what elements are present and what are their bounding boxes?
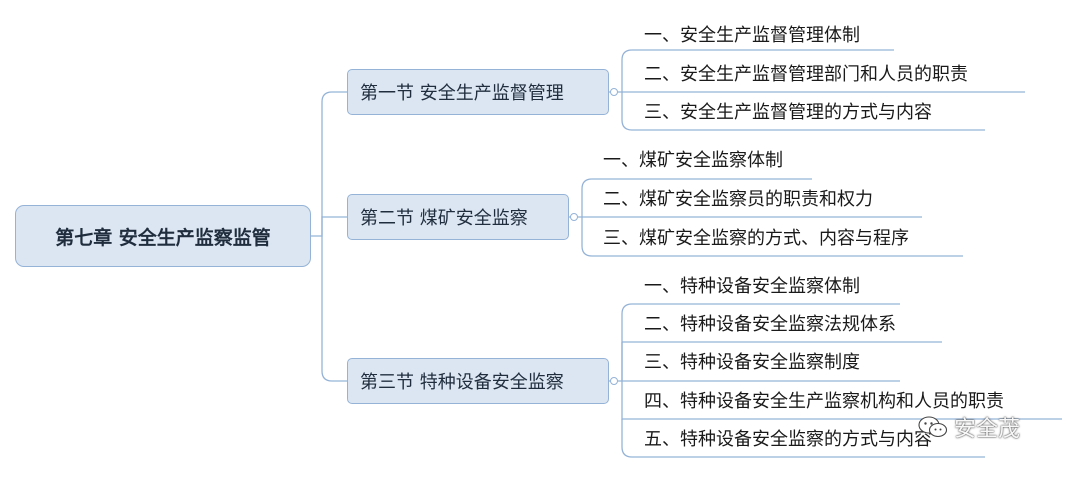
section-node-1[interactable]: 第一节 安全生产监督管理 <box>347 69 609 115</box>
connector-root-section-3 <box>321 236 347 382</box>
connector-section-2-item-3 <box>581 217 963 257</box>
connector-section-2-trunk <box>569 178 812 218</box>
root-label: 第七章 安全生产监察监管 <box>55 226 271 249</box>
wechat-icon <box>918 416 948 438</box>
leaf-node-2-1[interactable]: 一、煤矿安全监察体制 <box>603 150 783 171</box>
connector-section-3-item-5 <box>621 419 985 458</box>
connector-root-section-1 <box>311 91 347 237</box>
section-node-3[interactable]: 第三节 特种设备安全监察 <box>347 358 609 404</box>
leaf-node-2-3[interactable]: 三、煤矿安全监察的方式、内容与程序 <box>603 228 909 249</box>
leaf-node-1-3[interactable]: 三、安全生产监督管理的方式与内容 <box>644 102 932 123</box>
section-node-2[interactable]: 第二节 煤矿安全监察 <box>347 194 569 240</box>
connector-section-3-trunk <box>609 303 900 382</box>
leaf-node-2-2[interactable]: 二、煤矿安全监察员的职责和权力 <box>603 189 873 210</box>
collapse-toggle-section-1[interactable] <box>610 88 618 96</box>
section-1-label: 第一节 安全生产监督管理 <box>360 83 564 104</box>
section-2-label: 第二节 煤矿安全监察 <box>360 208 528 229</box>
collapse-toggle-section-3[interactable] <box>610 377 618 385</box>
leaf-node-3-5[interactable]: 五、特种设备安全监察的方式与内容 <box>644 429 932 450</box>
watermark-text: 安全茂 <box>954 417 1021 442</box>
watermark: 安全茂 <box>918 411 1020 443</box>
leaf-node-3-4[interactable]: 四、特种设备安全生产监察机构和人员的职责 <box>644 391 1004 412</box>
leaf-node-1-2[interactable]: 二、安全生产监督管理部门和人员的职责 <box>644 64 968 85</box>
connector-section-1-item-3 <box>621 92 985 131</box>
leaf-node-3-3[interactable]: 三、特种设备安全监察制度 <box>644 352 860 373</box>
leaf-node-1-1[interactable]: 一、安全生产监督管理体制 <box>644 25 860 46</box>
root-node[interactable]: 第七章 安全生产监察监管 <box>15 205 311 267</box>
connector-section-1-trunk <box>609 49 894 93</box>
collapse-toggle-section-2[interactable] <box>570 213 578 221</box>
leaf-node-3-2[interactable]: 二、特种设备安全监察法规体系 <box>644 314 896 335</box>
leaf-node-3-1[interactable]: 一、特种设备安全监察体制 <box>644 276 860 297</box>
connector-root-section-2 <box>321 216 347 236</box>
section-3-label: 第三节 特种设备安全监察 <box>360 372 564 393</box>
